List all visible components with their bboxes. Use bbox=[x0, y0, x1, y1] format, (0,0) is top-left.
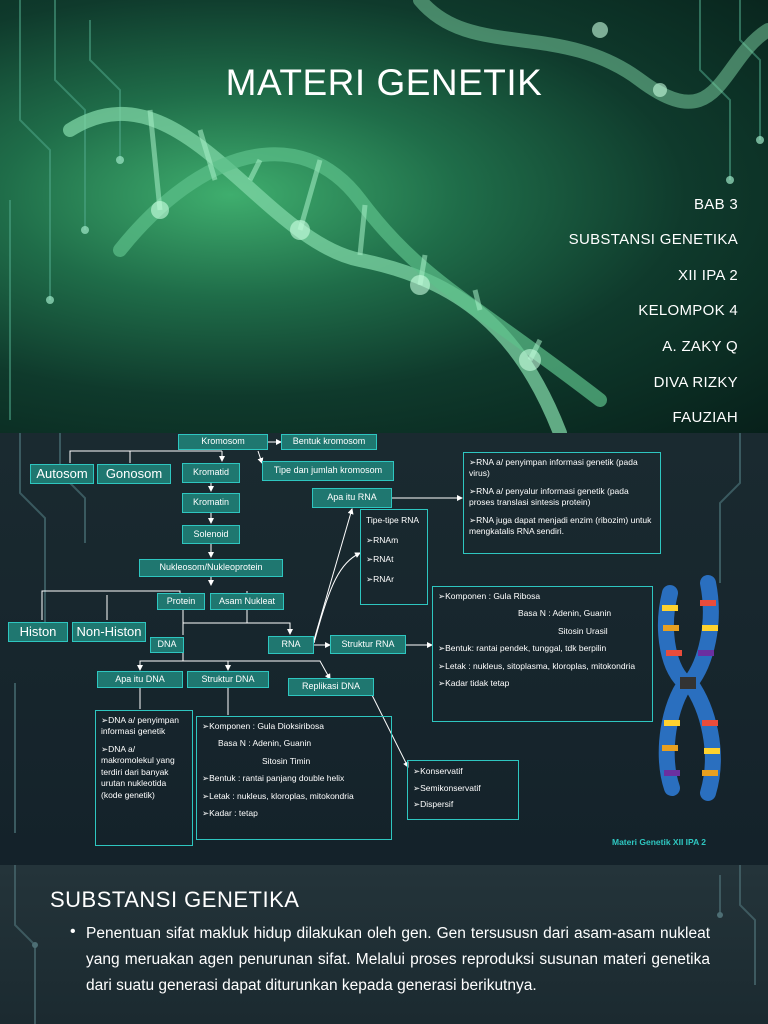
kromatin-node: Kromatin bbox=[182, 493, 240, 513]
slide-caption: Materi Genetik XII IPA 2 bbox=[611, 837, 706, 847]
dna-structure-box: ➢Komponen : Gula Dioksiribosa Basa N : A… bbox=[196, 716, 392, 840]
dna-definition-box: ➢DNA a/ penyimpan informasi genetik ➢DNA… bbox=[95, 710, 193, 846]
rna-definition-box: ➢RNA a/ penyimpan informasi genetik (pad… bbox=[463, 452, 661, 554]
dna-node: DNA bbox=[150, 637, 184, 653]
tipe-rna-title: Tipe-tipe RNA bbox=[366, 515, 420, 525]
member-name: FAUZIAH bbox=[672, 409, 738, 426]
bullet-point: • bbox=[70, 923, 76, 940]
dna-def-item: ➢DNA a/ makromolekul yang terdiri dari b… bbox=[101, 743, 175, 800]
apa-itu-rna-node: Apa itu RNA bbox=[312, 488, 392, 508]
tipe-rna-box: Tipe-tipe RNA ➢RNAm ➢RNAt ➢RNAr bbox=[360, 509, 428, 605]
replikasi-type: ➢Konservatif bbox=[413, 766, 463, 776]
nukleosom-node: Nukleosom/Nukleoprotein bbox=[139, 559, 283, 577]
dna-def-item: ➢DNA a/ penyimpan informasi genetik bbox=[101, 715, 179, 737]
bentuk-kromosom-node: Bentuk kromosom bbox=[281, 434, 377, 450]
autosom-node: Autosom bbox=[30, 464, 94, 484]
rnar-item: ➢RNAr bbox=[366, 573, 394, 584]
tipe-jumlah-node: Tipe dan jumlah kromosom bbox=[262, 461, 394, 481]
rna-struct-item: ➢Komponen : Gula Ribosa bbox=[438, 591, 541, 601]
dna-struct-item: ➢Bentuk : rantai panjang double helix bbox=[202, 773, 345, 784]
group-label: KELOMPOK 4 bbox=[638, 302, 738, 319]
dna-struct-item: Sitosin Timin bbox=[262, 755, 311, 766]
dna-helix-background bbox=[9, 0, 768, 433]
dna-struct-item: ➢Kadar : tetap bbox=[202, 808, 258, 819]
rna-node: RNA bbox=[268, 636, 314, 654]
rna-struct-item: ➢Letak : nukleus, sitoplasma, kloroplas,… bbox=[438, 660, 636, 671]
struktur-dna-node: Struktur DNA bbox=[187, 671, 269, 688]
protein-node: Protein bbox=[157, 593, 205, 610]
member-name: A. ZAKY Q bbox=[662, 338, 738, 355]
kromatid-node: Kromatid bbox=[182, 463, 240, 483]
struktur-rna-node: Struktur RNA bbox=[330, 635, 406, 654]
body-paragraph: Penentuan sifat makluk hidup dilakukan o… bbox=[86, 925, 710, 994]
concept-map-slide: Kromosom Bentuk kromosom Autosom Gonosom… bbox=[0, 433, 768, 865]
histon-node: Histon bbox=[8, 622, 68, 642]
substance-slide: SUBSTANSI GENETIKA • Penentuan sifat mak… bbox=[0, 865, 768, 1024]
slide-title: MATERI GENETIK bbox=[225, 62, 543, 103]
topic-label: SUBSTANSI GENETIKA bbox=[568, 231, 738, 248]
solenoid-node: Solenoid bbox=[182, 525, 240, 544]
chromosome-illustration bbox=[658, 575, 721, 801]
rna-def-item: ➢RNA a/ penyimpan informasi genetik (pad… bbox=[469, 457, 638, 479]
rna-struct-item: Sitosin Urasil bbox=[558, 625, 608, 636]
member-name: DIVA RIZKY bbox=[653, 374, 738, 391]
asam-nukleat-node: Asam Nukleat bbox=[210, 593, 284, 610]
non-histon-node: Non-Histon bbox=[72, 622, 146, 642]
dna-struct-item: ➢Letak : nukleus, kloroplas, mitokondria bbox=[202, 790, 354, 801]
replikasi-type: ➢Semikonservatif bbox=[413, 782, 481, 793]
circuit-decoration bbox=[14, 865, 756, 1024]
class-label: XII IPA 2 bbox=[678, 267, 738, 284]
connector-lines bbox=[14, 433, 741, 833]
gonosom-node: Gonosom bbox=[97, 464, 171, 484]
rna-struct-item: ➢Bentuk: rantai pendek, tunggal, tdk ber… bbox=[438, 643, 607, 654]
dna-struct-item: Basa N : Adenin, Guanin bbox=[218, 738, 312, 749]
dna-struct-item: ➢Komponen : Gula Dioksiribosa bbox=[202, 721, 324, 731]
chapter-label: BAB 3 bbox=[693, 196, 738, 213]
rna-struct-item: Basa N : Adenin, Guanin bbox=[518, 608, 612, 619]
rna-def-item: ➢RNA a/ penyalur informasi genetik (pada… bbox=[469, 485, 629, 508]
rnat-item: ➢RNAt bbox=[366, 554, 394, 565]
slide-heading: SUBSTANSI GENETIKA bbox=[50, 887, 300, 912]
replikasi-type: ➢Dispersif bbox=[413, 799, 454, 810]
rnam-item: ➢RNAm bbox=[366, 534, 399, 545]
kromosom-node: Kromosom bbox=[178, 434, 268, 450]
rna-structure-box: ➢Komponen : Gula Ribosa Basa N : Adenin,… bbox=[432, 586, 653, 722]
apa-itu-dna-node: Apa itu DNA bbox=[97, 671, 183, 688]
rna-def-item: ➢RNA juga dapat menjadi enzim (ribozim) … bbox=[469, 514, 652, 537]
replikasi-dna-node: Replikasi DNA bbox=[288, 678, 374, 696]
replikasi-types-box: ➢Konservatif ➢Semikonservatif ➢Dispersif bbox=[407, 760, 519, 820]
rna-struct-item: ➢Kadar tidak tetap bbox=[438, 678, 510, 689]
title-slide: MATERI GENETIK BAB 3 SUBSTANSI GENETIKA … bbox=[0, 0, 768, 433]
